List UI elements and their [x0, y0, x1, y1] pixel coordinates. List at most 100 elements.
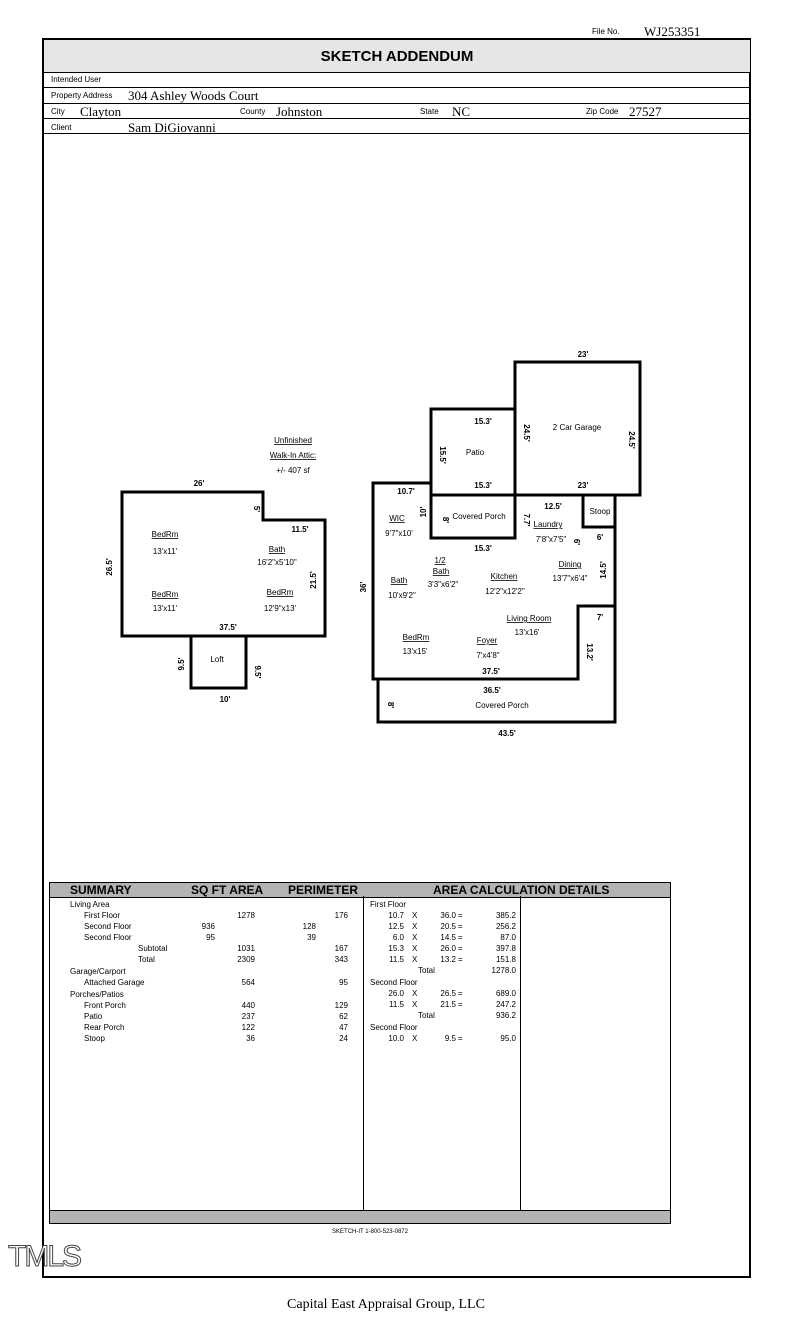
summary-row-perimeter: 47 — [339, 1023, 348, 1032]
calc-equals: = — [458, 922, 463, 931]
calc-times: X — [412, 922, 418, 931]
summary-row-perimeter: 167 — [334, 944, 348, 953]
calc-times: X — [412, 944, 418, 953]
divider — [44, 103, 751, 104]
summary-row-sqft: 440 — [241, 1001, 255, 1010]
calc-total-label: Total — [418, 966, 435, 975]
dimension: 15.3' — [474, 544, 492, 553]
calc-area: 151.8 — [495, 955, 516, 964]
dimension: 21.5' — [309, 571, 318, 589]
state-value: NC — [452, 104, 471, 119]
room-name: Stoop — [590, 507, 611, 516]
calc-area: 247.2 — [495, 1000, 516, 1009]
dimension: 37.5' — [219, 623, 237, 632]
divider — [44, 133, 751, 134]
dimension: 6' — [597, 533, 603, 542]
summary-row-label: Patio — [84, 1012, 103, 1021]
summary-row-perimeter: 129 — [334, 1001, 348, 1010]
room-size: 9'7"x10' — [385, 529, 413, 538]
dimension: 14.5' — [599, 561, 608, 579]
county-label: County — [240, 107, 266, 116]
dimension: 13.2' — [585, 643, 594, 661]
room-name: Bath — [433, 567, 449, 576]
calc-area: 397.8 — [495, 944, 516, 953]
calc-section-title: Second Floor — [370, 978, 418, 987]
summary-row-perimeter: 95 — [339, 978, 348, 987]
dimension: 7.7' — [522, 513, 531, 526]
attic-note-line-2: Walk-In Attic: — [270, 451, 316, 460]
room-name: BedRm — [403, 633, 430, 642]
room-size: 13'x11' — [153, 604, 178, 613]
area-calc-header: AREA CALCULATION DETAILS — [433, 883, 610, 897]
calc-dim-b: 36.0 — [440, 911, 456, 920]
room-size: 13'x15' — [403, 647, 428, 656]
room-size: 10'x9'2" — [388, 591, 416, 600]
calc-dim-a: 10.7 — [388, 911, 404, 920]
dimension: 15.5' — [438, 446, 447, 464]
dimension: 26' — [194, 479, 205, 488]
state-label: State — [420, 107, 439, 116]
room-name: 1/2 — [434, 556, 446, 565]
sqft-header: SQ FT AREA — [191, 883, 264, 897]
covered-porch-bottom-outline — [376, 604, 617, 724]
summary-header-bar: SUMMARY SQ FT AREA PERIMETER AREA CALCUL… — [49, 882, 671, 898]
summary-row-sqft: 2309 — [237, 955, 255, 964]
room-name: Bath — [269, 545, 285, 554]
room-size: 16'2"x5'10" — [257, 558, 297, 567]
calc-equals: = — [458, 933, 463, 942]
dimension: 43.5' — [498, 729, 516, 738]
summary-header: SUMMARY — [70, 883, 132, 897]
calc-dim-a: 11.5 — [389, 1000, 404, 1009]
summary-row-sqft: 122 — [241, 1023, 255, 1032]
calc-times: X — [412, 1000, 418, 1009]
calc-area: 256.2 — [495, 922, 516, 931]
footer-code: SKETCH-IT 1-800-523-0872 — [332, 1229, 408, 1235]
summary-row-sqft: 95 — [206, 933, 215, 942]
calc-total-value: 1278.0 — [491, 966, 516, 975]
floor-plan-sketch: Unfinished Walk-In Attic: +/- 407 sf Bed… — [105, 350, 642, 738]
summary-row-label: Total — [138, 955, 155, 964]
room-name: BedRm — [152, 530, 179, 539]
room-size: 13'x11' — [153, 547, 178, 556]
calc-equals: = — [458, 955, 463, 964]
dimension: 8' — [441, 517, 450, 523]
dimension: 24.5' — [522, 424, 531, 442]
calc-dim-a: 10.0 — [388, 1034, 404, 1043]
room-size: 13'7"x6'4" — [553, 574, 588, 583]
column-divider — [363, 896, 364, 1210]
calc-equals: = — [458, 1000, 463, 1009]
room-name: 2 Car Garage — [553, 423, 602, 432]
calc-times: X — [412, 989, 418, 998]
dimension: 12.5' — [544, 502, 562, 511]
calc-times: X — [412, 933, 418, 942]
summary-row-sqft: 1031 — [237, 944, 255, 953]
summary-row-label: First Floor — [84, 911, 120, 920]
city-value: Clayton — [80, 104, 122, 119]
dimension: 9.5' — [253, 665, 262, 678]
summary-section-title: Porches/Patios — [70, 990, 124, 999]
summary-row-sqft: 936 — [201, 922, 215, 931]
upper-floor-outline — [120, 490, 327, 638]
room-name: Kitchen — [491, 572, 518, 581]
room-name: Patio — [466, 448, 485, 457]
calc-times: X — [412, 955, 418, 964]
file-number: WJ253351 — [644, 24, 701, 39]
calc-area: 95.0 — [500, 1034, 516, 1043]
calc-total-value: 936.2 — [495, 1011, 516, 1020]
dimension: 8' — [386, 702, 395, 708]
summary-row-sqft: 237 — [241, 1012, 255, 1021]
summary-row-label: Rear Porch — [84, 1023, 125, 1032]
calc-equals: = — [458, 944, 463, 953]
room-name: WIC — [389, 514, 405, 523]
calc-dim-a: 15.3 — [388, 944, 404, 953]
dimension: 23' — [578, 481, 589, 490]
summary-row-sqft: 36 — [246, 1034, 255, 1043]
calc-dim-b: 9.5 — [444, 1034, 456, 1043]
dimension: 10' — [419, 507, 428, 518]
summary-section-title: Living Area — [70, 900, 110, 909]
dimension: 11.5' — [291, 525, 308, 534]
calc-section-title: First Floor — [370, 900, 406, 909]
calc-dim-b: 26.0 — [440, 944, 456, 953]
